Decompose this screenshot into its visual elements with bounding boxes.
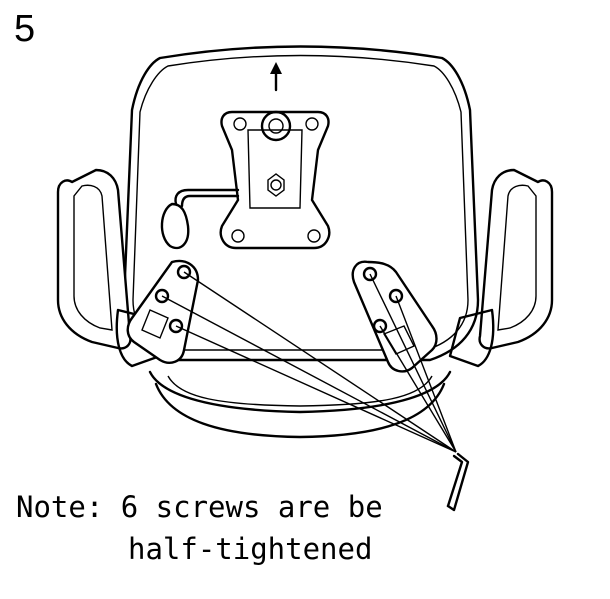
allen-key-icon <box>446 452 470 512</box>
right-armrest <box>448 168 554 368</box>
left-armrest <box>56 168 162 368</box>
mechanism-plate <box>219 110 331 250</box>
assembly-note: Note: 6 screws are be half-tightened <box>16 486 383 570</box>
arrow-up-icon <box>270 62 282 92</box>
step-number: 5 <box>14 8 36 50</box>
note-line-2: half-tightened <box>128 532 373 566</box>
screw-callout-lines <box>161 271 457 453</box>
right-armrest-bracket <box>351 260 438 373</box>
note-line-1: Note: 6 screws are be <box>16 490 383 524</box>
adjustment-lever <box>160 188 240 250</box>
left-armrest-bracket <box>126 259 200 364</box>
